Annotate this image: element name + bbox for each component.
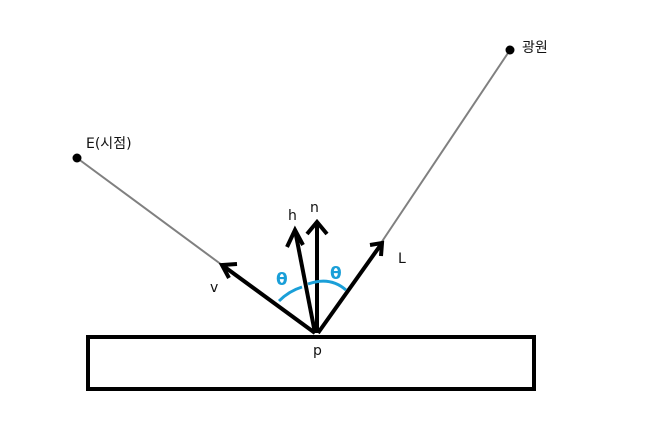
normal-vector-arrow	[305, 218, 329, 333]
halfway-label: h	[288, 208, 297, 224]
eye-point-label: E(시점)	[86, 136, 132, 152]
light-vector-arrow	[316, 240, 385, 335]
point-label: p	[313, 343, 322, 359]
light-ray-line	[380, 49, 511, 244]
eye-point-dot	[72, 153, 82, 163]
view-label: v	[210, 280, 218, 296]
light-source-label: 광원	[522, 40, 548, 56]
theta-right-label: θ	[330, 264, 342, 284]
eye-ray-line	[76, 157, 223, 266]
halfway-vector-arrow	[285, 225, 317, 334]
angle-arc-right	[307, 279, 347, 292]
theta-left-label: θ	[276, 270, 288, 290]
normal-label: n	[310, 200, 319, 216]
light-label: L	[398, 251, 406, 267]
view-vector-arrow	[218, 262, 317, 335]
angle-arc-left	[277, 285, 303, 303]
surface-rectangle	[86, 335, 536, 391]
light-source-dot	[505, 45, 515, 55]
